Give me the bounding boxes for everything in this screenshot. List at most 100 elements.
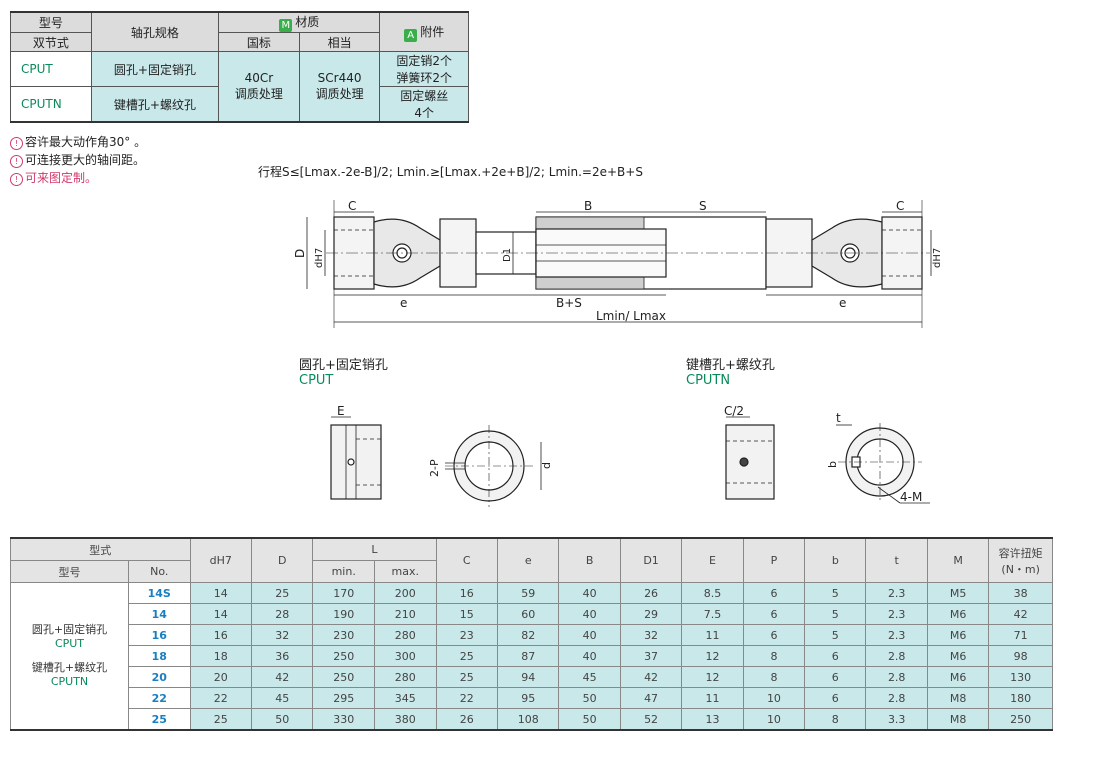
dim-label-bs: B+S [556, 296, 582, 310]
cell-C: 26 [435, 708, 498, 731]
detail-label-m: 4-M [900, 490, 922, 504]
dim-label-l: Lmin/ Lmax [596, 309, 666, 323]
spec-acc-cputn: 固定螺丝 4个 [379, 86, 469, 123]
cell-P: 8 [742, 666, 806, 688]
header-B: B [558, 537, 621, 583]
spec-code-cput: CPUT [10, 51, 92, 87]
cell-t: 2.3 [865, 624, 928, 646]
cell-T: 130 [988, 666, 1053, 688]
cell-d: 14 [189, 603, 253, 625]
spec-bore-cput: 圆孔+固定销孔 [90, 51, 220, 87]
cell-max: 380 [373, 708, 437, 731]
dim-label-d1: D1 [502, 248, 513, 262]
detail-label-c2: C/2 [724, 404, 744, 418]
cell-C: 15 [435, 603, 498, 625]
material-equiv: SCr440 调质处理 [298, 51, 381, 123]
cell-P: 8 [742, 645, 806, 667]
stroke-formula: 行程S≤[Lmax.-2e-B]/2; Lmin.≥[Lmax.+2e+B]/2… [258, 165, 643, 179]
cell-P: 10 [742, 708, 806, 731]
dim-label-d: D [293, 249, 307, 258]
spec-acc-cput-line2: 弹簧环2个 [396, 71, 453, 85]
detail-drawings: E 2-P d C/2 t b 4-M [330, 404, 930, 507]
cell-min: 190 [312, 603, 375, 625]
spec-acc-cput: 固定销2个 弹簧环2个 [379, 51, 469, 87]
type-type-code-1: CPUT [54, 637, 85, 650]
cell-T: 250 [988, 708, 1053, 731]
caption-cputn: 键槽孔+螺纹孔 CPUTN [686, 358, 775, 388]
cell-D: 50 [251, 708, 314, 731]
cell-D1: 42 [619, 666, 683, 688]
caption-cput: 圆孔+固定销孔 CPUT [299, 358, 388, 388]
cell-t: 2.8 [865, 645, 928, 667]
cputn-side-view [725, 424, 775, 500]
cell-P: 10 [742, 687, 806, 709]
cell-M: M8 [926, 708, 990, 731]
detail-label-t: t [836, 411, 841, 425]
cell-C: 22 [435, 687, 498, 709]
dim-label-c-left: C [348, 199, 356, 213]
detail-label-b: b [826, 461, 839, 468]
cell-d: 18 [189, 645, 253, 667]
header-L: L [312, 537, 437, 561]
cell-d: 22 [189, 687, 253, 709]
cell-D: 32 [251, 624, 314, 646]
cell-C: 16 [435, 582, 498, 604]
cell-D1: 37 [619, 645, 683, 667]
cell-min: 330 [312, 708, 375, 731]
spec-acc-cputn-line1: 固定螺丝 [400, 89, 449, 103]
note-3: !可来图定制。 [10, 169, 97, 186]
dim-label-c-right: C [896, 199, 904, 213]
cell-C: 23 [435, 624, 498, 646]
spec-code-cputn: CPUTN [10, 86, 92, 123]
detail-label-d: d [540, 462, 553, 469]
row-no: 20 [127, 666, 191, 688]
cell-D: 25 [251, 582, 314, 604]
header-M: M [926, 537, 990, 583]
note-1-text: 容许最大动作角30° 。 [25, 135, 147, 149]
detail-label-p: 2-P [428, 459, 441, 477]
cell-e: 94 [496, 666, 560, 688]
cell-P: 6 [742, 582, 806, 604]
spec-acc-cputn-line2: 4个 [414, 106, 435, 120]
cell-E: 11 [681, 687, 744, 709]
cell-B: 40 [558, 645, 621, 667]
dim-label-e-right: e [839, 296, 846, 310]
type-type-name-2: 键槽孔+螺纹孔 [31, 661, 108, 674]
cell-D: 45 [251, 687, 314, 709]
caption-cput-code: CPUT [299, 373, 334, 388]
material-gb-line2: 调质处理 [234, 87, 283, 101]
row-no: 22 [127, 687, 191, 709]
note-2-text: 可连接更大的轴间距。 [25, 153, 146, 167]
header-E: E [681, 537, 744, 583]
cell-M: M8 [926, 687, 990, 709]
cell-b: 6 [804, 645, 867, 667]
header-model: 型号 [10, 11, 92, 33]
header-max: max. [373, 560, 437, 583]
cell-min: 230 [312, 624, 375, 646]
dim-label-s: S [699, 199, 707, 213]
cell-min: 295 [312, 687, 375, 709]
cell-T: 98 [988, 645, 1053, 667]
cell-e: 108 [496, 708, 560, 731]
header-torque-line1: 容许扭矩 [998, 546, 1043, 560]
detail-label-e: E [337, 404, 345, 418]
header-type: 型式 [10, 537, 191, 561]
cell-M: M6 [926, 645, 990, 667]
note-2: !可连接更大的轴间距。 [10, 151, 145, 168]
cell-E: 12 [681, 666, 744, 688]
cell-t: 2.3 [865, 603, 928, 625]
spec-acc-cput-line1: 固定销2个 [396, 54, 453, 68]
cell-B: 40 [558, 582, 621, 604]
cell-max: 200 [373, 582, 437, 604]
cell-t: 2.8 [865, 687, 928, 709]
header-P: P [742, 537, 806, 583]
cell-E: 7.5 [681, 603, 744, 625]
header-dh7: dH7 [189, 537, 253, 583]
material-badge-icon: M [279, 19, 293, 32]
